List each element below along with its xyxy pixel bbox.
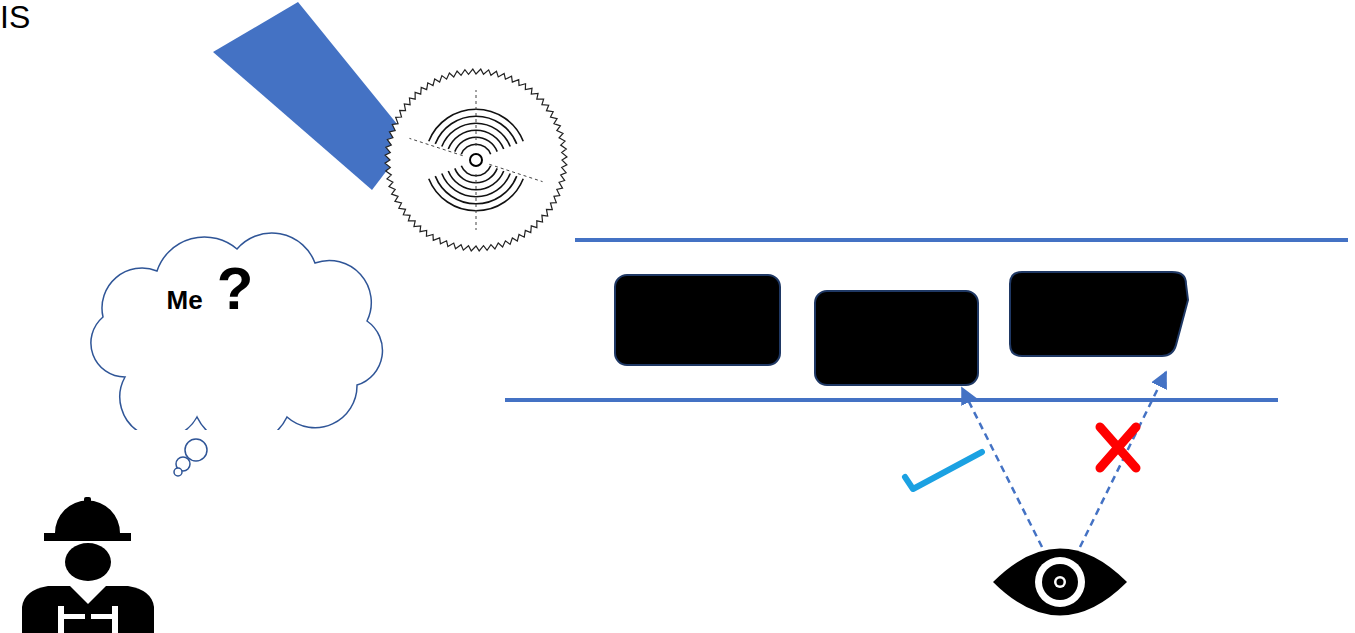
bubble-text: Me xyxy=(167,287,203,313)
worker-icon xyxy=(22,497,154,633)
belt-item xyxy=(1010,272,1188,356)
thought-bubble: Me? xyxy=(65,225,395,430)
saw-blade xyxy=(385,69,567,251)
sight-line xyxy=(962,388,1042,547)
eye-icon xyxy=(993,549,1127,616)
belt-item xyxy=(615,275,780,365)
slide-title-fragment: IS xyxy=(0,1,30,33)
text-group: Me? xyxy=(65,225,395,430)
sight-line xyxy=(1080,372,1166,547)
cross-mark xyxy=(1100,427,1136,468)
saw-handle xyxy=(213,2,410,190)
thought-tail xyxy=(174,439,207,476)
belt-item xyxy=(815,291,978,385)
belt-line xyxy=(575,238,1348,242)
bubble-symbol: ? xyxy=(217,259,254,319)
bubble-outline xyxy=(65,225,395,430)
check-mark xyxy=(905,452,982,489)
belt-line xyxy=(505,398,1278,402)
